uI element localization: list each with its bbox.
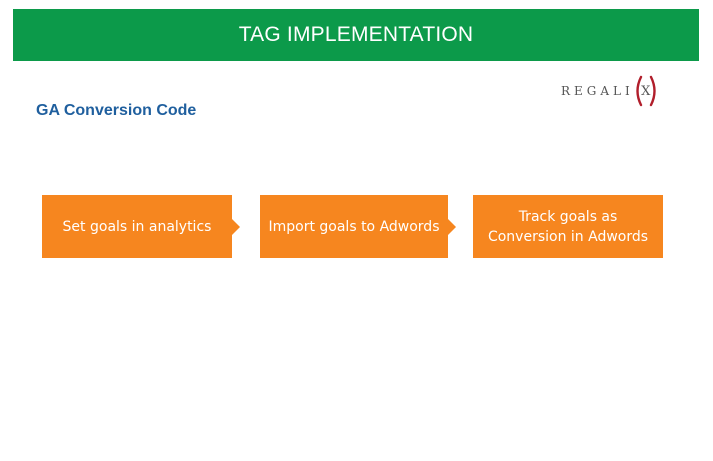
flow-step-track-goals: Track goals as Conversion in Adwords <box>473 195 663 258</box>
flow-step-label: Import goals to Adwords <box>268 218 440 235</box>
flow-step-label: Track goals as Conversion in Adwords <box>487 208 649 245</box>
flow-arrow-icon <box>232 219 240 235</box>
flow-step-import-goals: Import goals to Adwords <box>260 195 448 258</box>
logo-parentheses-icon <box>636 75 656 107</box>
regalix-logo: REGALI X <box>561 74 660 108</box>
logo-wordmark: REGALI <box>561 84 634 98</box>
flow-arrow-icon <box>448 219 456 235</box>
title-banner: TAG IMPLEMENTATION <box>13 9 699 61</box>
flow-step-set-goals: Set goals in analytics <box>42 195 232 258</box>
logo-x-mark: X <box>632 74 660 108</box>
logo-x-letter: X <box>641 83 651 99</box>
slide-title: TAG IMPLEMENTATION <box>238 23 474 46</box>
flow-step-label: Set goals in analytics <box>62 218 212 235</box>
section-heading: GA Conversion Code <box>36 102 197 119</box>
